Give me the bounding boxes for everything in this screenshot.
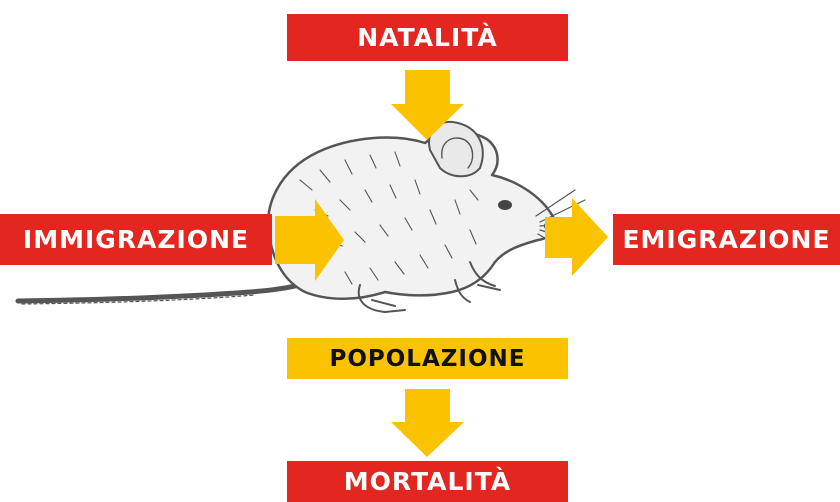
emigrazione-label: EMIGRAZIONE xyxy=(622,225,831,254)
immigrazione-label: IMMIGRAZIONE xyxy=(22,225,250,254)
arrow-down-mortalita xyxy=(391,389,464,457)
popolazione-label: POPOLAZIONE xyxy=(329,345,526,372)
emigrazione-box: EMIGRAZIONE xyxy=(613,214,840,265)
mortalita-label: MORTALITÀ xyxy=(343,467,512,496)
arrow-right-emigrazione xyxy=(545,198,608,276)
arrow-down-natalita xyxy=(391,70,464,140)
arrow-right-immigrazione xyxy=(275,199,344,281)
natalita-label: NATALITÀ xyxy=(357,23,498,52)
popolazione-box: POPOLAZIONE xyxy=(287,338,568,379)
immigrazione-box: IMMIGRAZIONE xyxy=(0,214,272,265)
mortalita-box: MORTALITÀ xyxy=(287,461,568,502)
natalita-box: NATALITÀ xyxy=(287,14,568,61)
